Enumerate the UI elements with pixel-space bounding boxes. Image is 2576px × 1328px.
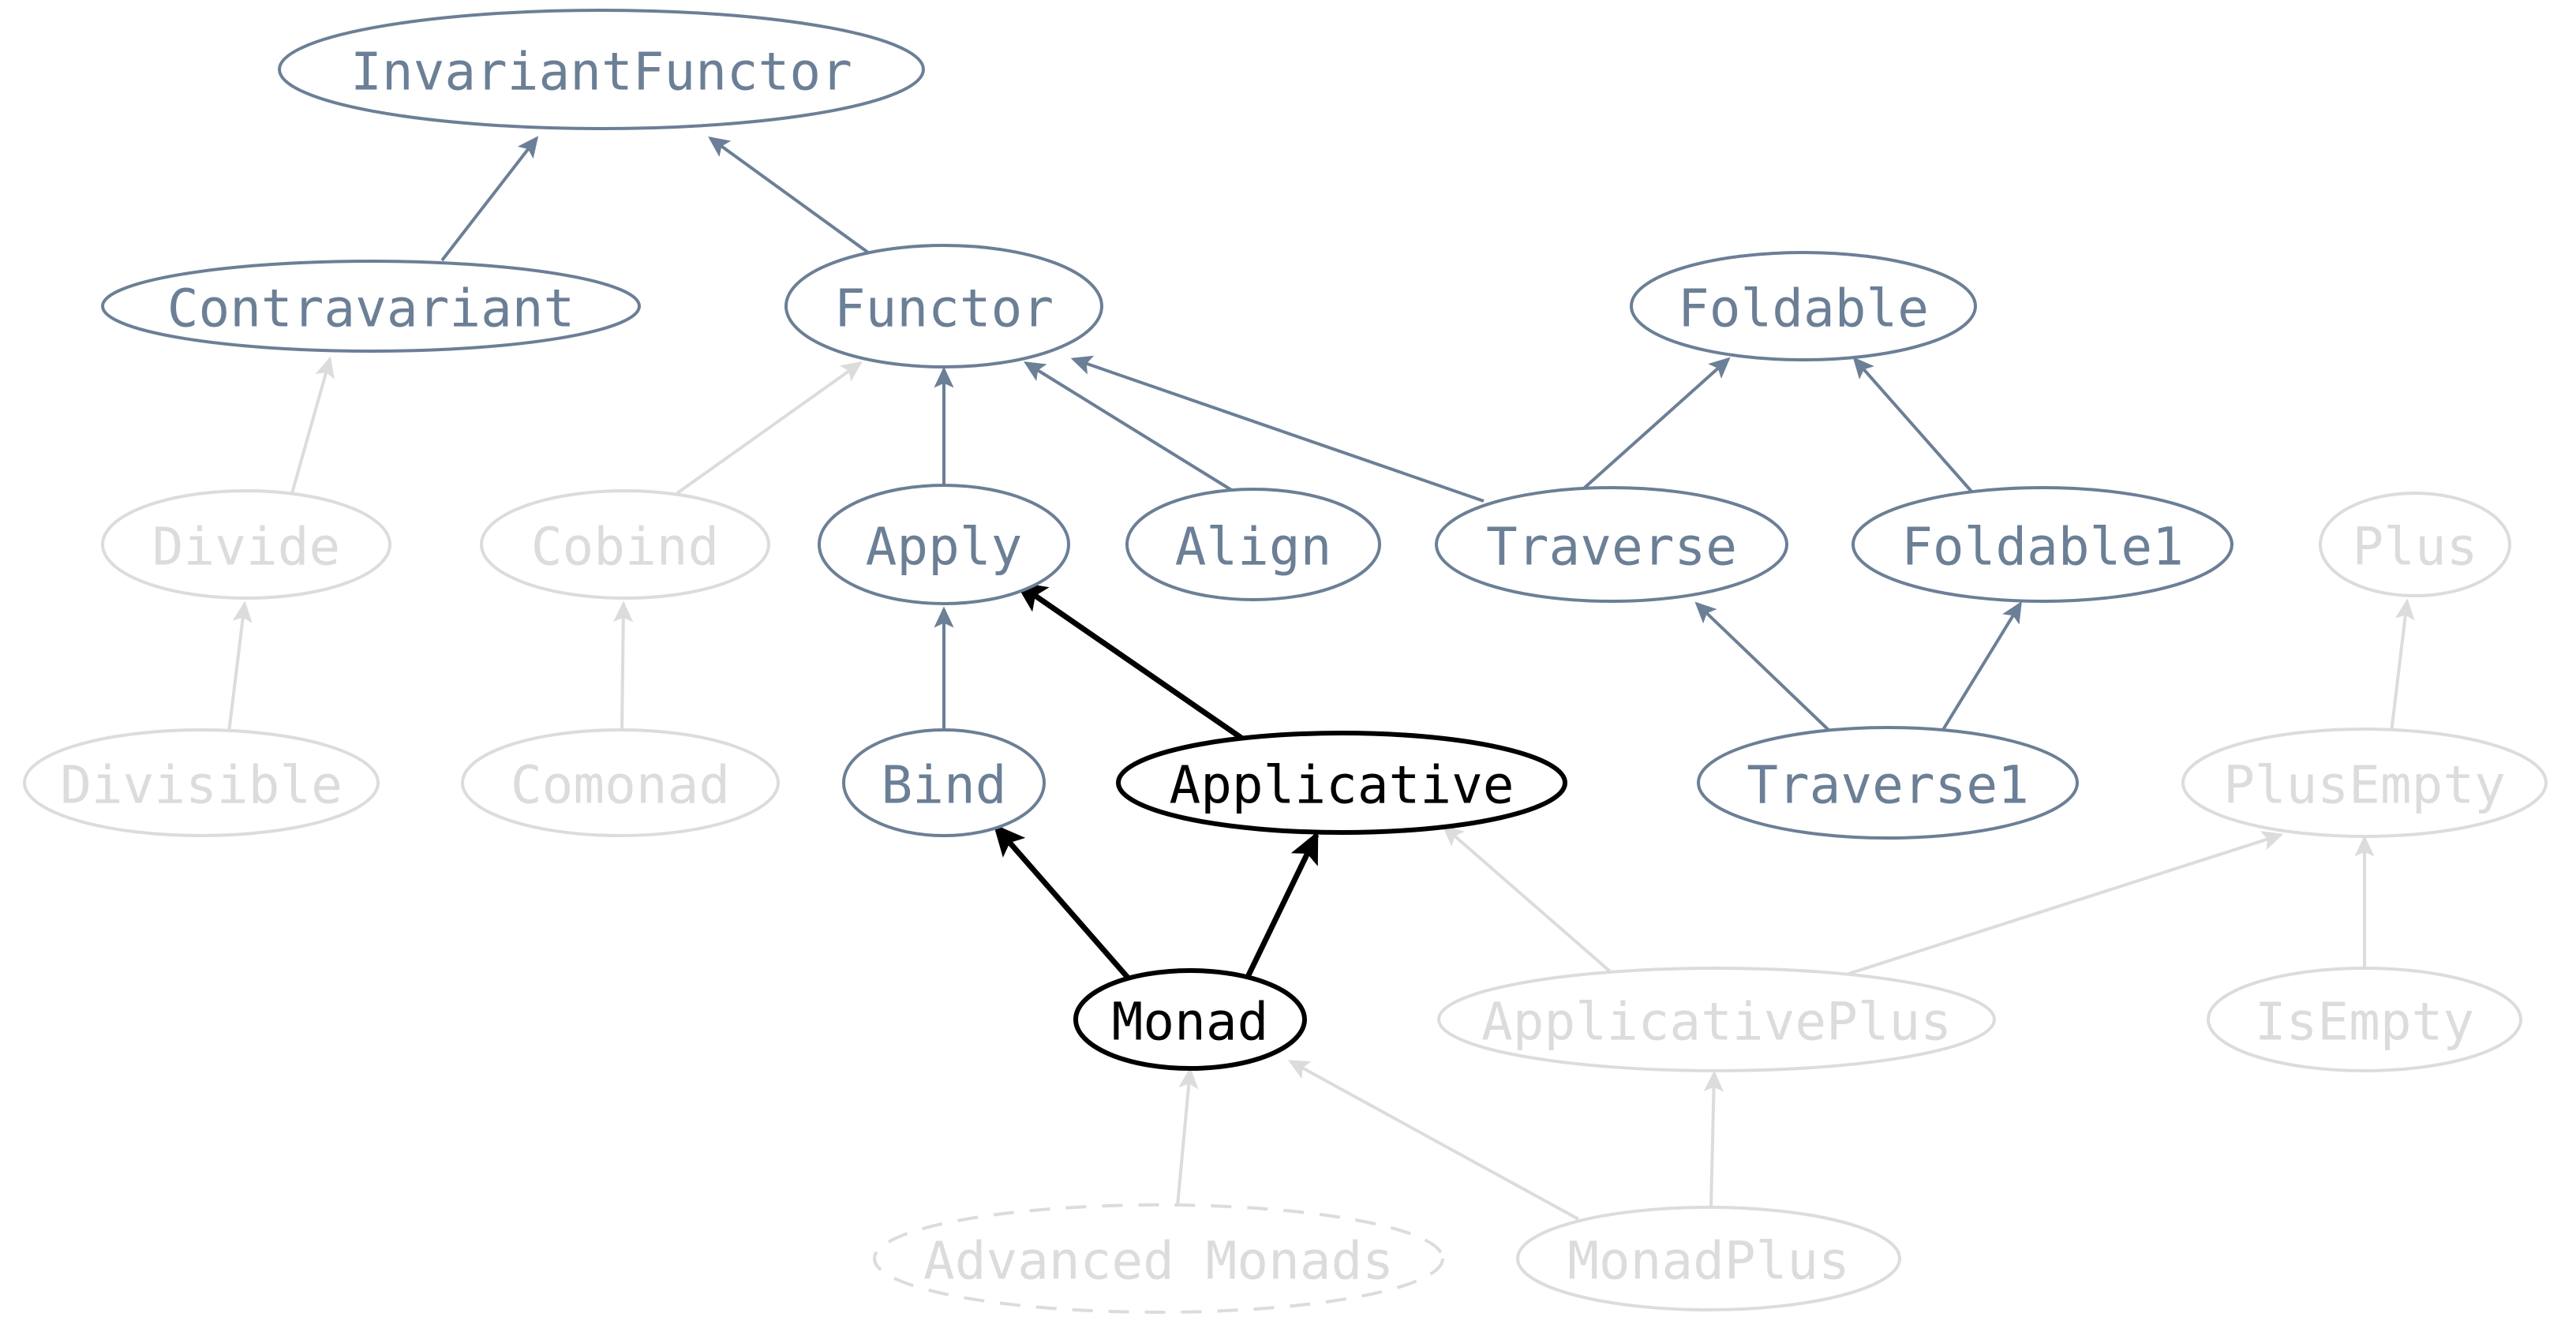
node-divisible[interactable]: Divisible xyxy=(23,728,380,837)
edge-functor-to-invariantfunctor xyxy=(708,136,870,254)
node-contravariant[interactable]: Contravariant xyxy=(101,260,641,353)
edge-comonad-to-cobind xyxy=(613,600,634,733)
edge-monad-to-applicative xyxy=(1244,831,1320,980)
node-label: Monad xyxy=(1112,992,1269,1053)
node-ellipse xyxy=(1852,486,2233,603)
node-ellipse xyxy=(842,728,1046,837)
edge-traverse1-to-foldable1 xyxy=(1940,601,2022,734)
node-label: Functor xyxy=(834,279,1054,339)
node-ellipse xyxy=(873,1203,1444,1314)
node-ellipse xyxy=(2181,728,2548,838)
node-bind[interactable]: Bind xyxy=(842,728,1046,837)
node-ellipse xyxy=(2319,492,2511,597)
node-divide[interactable]: Divide xyxy=(101,489,391,600)
node-label: Contravariant xyxy=(167,279,575,339)
node-applicativeplus[interactable]: ApplicativePlus xyxy=(1437,967,1996,1072)
edge-plusempty-to-plus xyxy=(2390,598,2415,733)
edge-monadplus-to-applicativeplus xyxy=(1703,1070,1724,1208)
node-label: IsEmpty xyxy=(2255,992,2474,1053)
node-advancedmonads[interactable]: Advanced Monads xyxy=(873,1203,1444,1314)
node-foldable[interactable]: Foldable xyxy=(1630,251,1977,361)
edge-traverse-to-functor xyxy=(1070,355,1485,503)
node-comonad[interactable]: Comonad xyxy=(461,728,780,837)
edge-monad-to-bind xyxy=(993,824,1131,981)
node-monad[interactable]: Monad xyxy=(1073,968,1307,1071)
node-traverse1[interactable]: Traverse1 xyxy=(1697,726,2079,840)
edge-foldable1-to-foldable xyxy=(1852,357,1975,495)
node-label: Divide xyxy=(152,517,340,578)
node-label: Foldable1 xyxy=(1901,517,2184,578)
node-ellipse xyxy=(23,728,380,837)
edge-applicativeplus-to-plusempty xyxy=(1838,831,2284,978)
node-label: Traverse1 xyxy=(1747,755,2029,816)
node-label: Divisible xyxy=(60,755,343,816)
node-label: MonadPlus xyxy=(1567,1231,1850,1292)
node-ellipse xyxy=(1630,251,1977,361)
node-ellipse xyxy=(1073,968,1307,1071)
edge-applicative-to-apply xyxy=(1014,582,1249,744)
node-label: Apply xyxy=(866,517,1023,578)
node-ellipse xyxy=(1125,488,1381,601)
node-plusempty[interactable]: PlusEmpty xyxy=(2181,728,2548,838)
node-label: InvariantFunctor xyxy=(350,42,852,103)
node-ellipse xyxy=(1435,486,1788,603)
node-applicative[interactable]: Applicative xyxy=(1116,731,1567,835)
node-plus[interactable]: Plus xyxy=(2319,492,2511,597)
edge-align-to-functor xyxy=(1024,361,1234,492)
edge-divide-to-contravariant xyxy=(290,356,335,494)
node-isempty[interactable]: IsEmpty xyxy=(2207,967,2522,1072)
node-label: Foldable xyxy=(1678,279,1929,339)
node-label: Cobind xyxy=(531,517,719,578)
node-label: Bind xyxy=(882,755,1007,816)
node-label: Applicative xyxy=(1169,755,1514,816)
edge-applicativeplus-to-applicative xyxy=(1442,825,1618,978)
node-monadplus[interactable]: MonadPlus xyxy=(1516,1206,1901,1311)
node-ellipse xyxy=(101,489,391,600)
edge-monadplus-to-monad xyxy=(1287,1060,1579,1221)
node-ellipse xyxy=(1116,731,1567,835)
edge-divisible-to-divide xyxy=(227,600,253,733)
node-foldable1[interactable]: Foldable1 xyxy=(1852,486,2233,603)
edge-cobind-to-functor xyxy=(676,361,863,495)
edge-contravariant-to-invariantfunctor xyxy=(440,136,539,262)
node-ellipse xyxy=(1697,726,2079,840)
node-label: Comonad xyxy=(511,755,730,816)
node-functor[interactable]: Functor xyxy=(784,244,1103,368)
node-cobind[interactable]: Cobind xyxy=(480,489,770,600)
node-ellipse xyxy=(784,244,1103,368)
node-label: Align xyxy=(1175,517,1332,578)
node-label: Advanced Monads xyxy=(923,1231,1394,1292)
node-ellipse xyxy=(278,9,925,130)
node-label: Traverse xyxy=(1486,517,1737,578)
node-traverse[interactable]: Traverse xyxy=(1435,486,1788,603)
edge-advancedmonads-to-monad xyxy=(1176,1067,1199,1206)
edge-traverse-to-foldable xyxy=(1577,357,1731,495)
node-ellipse xyxy=(101,260,641,353)
node-ellipse xyxy=(2207,967,2522,1072)
node-align[interactable]: Align xyxy=(1125,488,1381,601)
node-label: PlusEmpty xyxy=(2223,755,2506,816)
node-ellipse xyxy=(461,728,780,837)
node-apply[interactable]: Apply xyxy=(818,484,1070,605)
node-ellipse xyxy=(818,484,1070,605)
node-label: Plus xyxy=(2353,517,2478,578)
edge-traverse1-to-traverse xyxy=(1694,601,1833,734)
node-ellipse xyxy=(480,489,770,600)
node-invariantfunctor[interactable]: InvariantFunctor xyxy=(278,9,925,130)
edge-layer xyxy=(227,136,2415,1221)
node-label: ApplicativePlus xyxy=(1481,992,1952,1053)
node-ellipse xyxy=(1437,967,1996,1072)
node-ellipse xyxy=(1516,1206,1901,1311)
